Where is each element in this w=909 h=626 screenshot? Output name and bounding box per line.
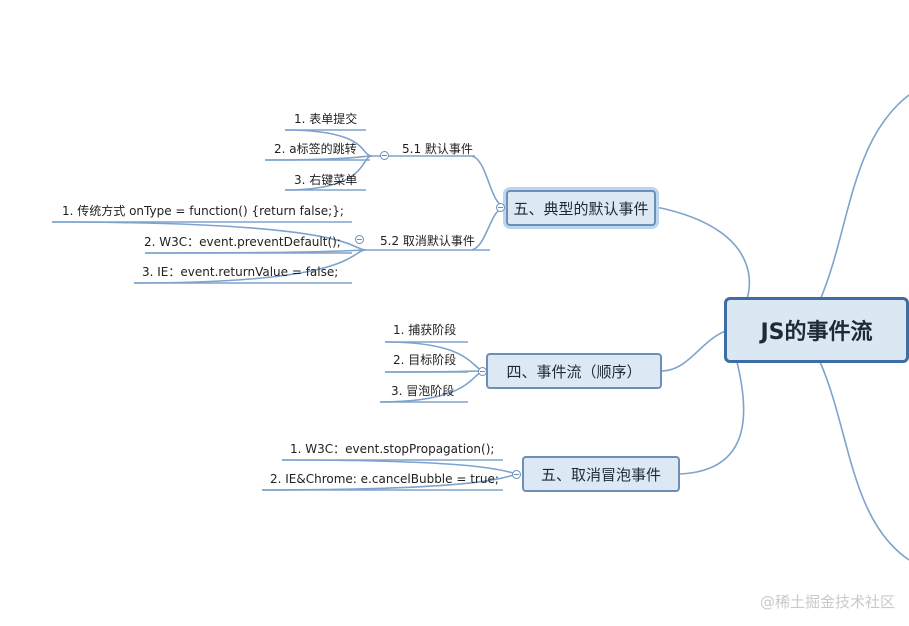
- branch-event-flow[interactable]: 四、事件流（顺序）: [486, 353, 662, 389]
- root-node[interactable]: JS的事件流: [724, 297, 909, 363]
- list-item[interactable]: 1. W3C：event.stopPropagation();: [290, 442, 495, 456]
- collapse-bubble-icon[interactable]: [512, 470, 521, 479]
- list-item[interactable]: 2. a标签的跳转: [274, 142, 357, 156]
- list-item[interactable]: 2. W3C：event.preventDefault();: [144, 235, 341, 249]
- sub-cancel-default[interactable]: 5.2 取消默认事件: [380, 234, 475, 248]
- list-item[interactable]: 1. 捕获阶段: [393, 323, 457, 337]
- list-item[interactable]: 3. 右键菜单: [294, 173, 358, 187]
- collapse-sub1-icon[interactable]: [380, 151, 389, 160]
- collapse-default-icon[interactable]: [496, 203, 505, 212]
- collapse-flow-icon[interactable]: [478, 367, 487, 376]
- list-item[interactable]: 2. 目标阶段: [393, 353, 457, 367]
- collapse-sub2-icon[interactable]: [355, 235, 364, 244]
- root-label: JS的事件流: [760, 320, 873, 345]
- branch-default-events[interactable]: 五、典型的默认事件: [506, 190, 656, 226]
- branch-default-label: 五、典型的默认事件: [513, 199, 649, 218]
- list-item[interactable]: 1. 表单提交: [294, 112, 358, 126]
- sub-default-events[interactable]: 5.1 默认事件: [402, 142, 473, 156]
- list-item[interactable]: 1. 传统方式 onType = function() {return fals…: [62, 204, 344, 218]
- watermark: @稀土掘金技术社区: [759, 593, 895, 611]
- list-item[interactable]: 2. IE&Chrome: e.cancelBubble = true;: [270, 472, 499, 486]
- branch-bubble-label: 五、取消冒泡事件: [540, 465, 661, 484]
- branch-flow-label: 四、事件流（顺序）: [506, 362, 642, 381]
- branch-cancel-bubble[interactable]: 五、取消冒泡事件: [522, 456, 680, 492]
- list-item[interactable]: 3. IE：event.returnValue = false;: [142, 265, 339, 279]
- list-item[interactable]: 3. 冒泡阶段: [391, 384, 455, 398]
